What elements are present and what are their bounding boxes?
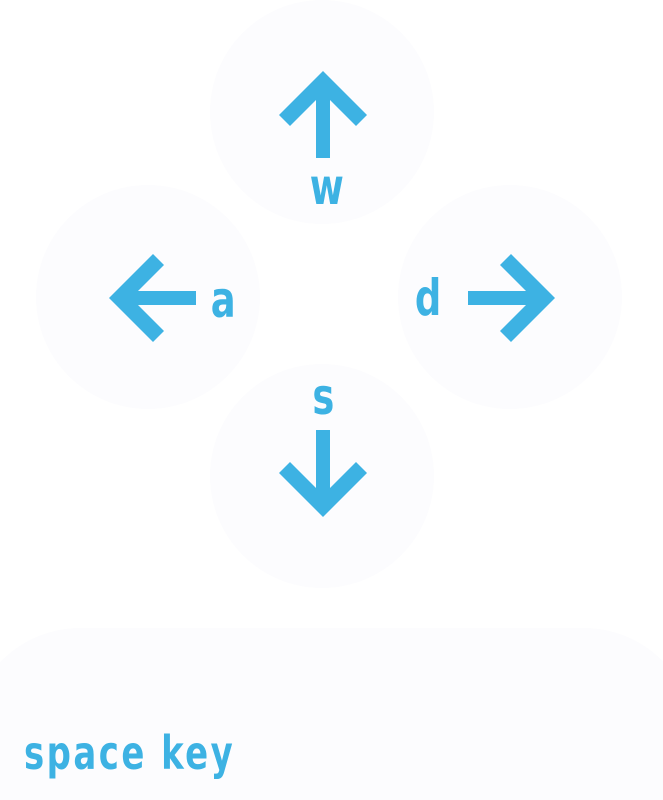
right-button[interactable]: d [398, 185, 622, 409]
up-button[interactable]: w [210, 0, 434, 224]
key-label-w: w [309, 158, 344, 216]
left-button[interactable]: a [36, 185, 260, 409]
arrow-up-icon [278, 68, 368, 158]
arrow-left-icon [106, 253, 196, 343]
key-label-a: a [210, 271, 236, 329]
key-label-s: s [312, 368, 335, 426]
down-button[interactable]: s [210, 364, 434, 588]
space-key-label: space key [24, 726, 236, 780]
space-button[interactable] [0, 628, 663, 800]
key-label-d: d [414, 269, 442, 327]
arrow-down-icon [278, 430, 368, 520]
arrow-right-icon [468, 253, 558, 343]
